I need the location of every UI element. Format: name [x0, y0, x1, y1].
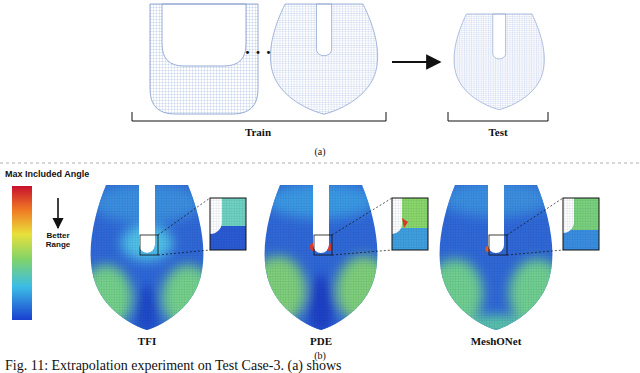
meshonet-inset — [507, 198, 599, 255]
test-bracket — [448, 112, 548, 121]
better-arrow — [57, 198, 59, 228]
colorbar-title: Max Included Angle — [5, 170, 89, 180]
group-label: Test — [488, 126, 507, 138]
pde-inset — [332, 198, 428, 255]
tfi-inset — [158, 198, 246, 255]
train-mesh-drop — [270, 4, 377, 114]
group-label: Train — [245, 126, 271, 138]
tfi-mesh — [78, 175, 218, 345]
test-mesh — [454, 14, 544, 110]
pde-mesh — [250, 175, 392, 345]
colorbar-note: Better Range — [40, 232, 76, 250]
method-label: MeshONet — [471, 335, 522, 347]
ellipsis-mark: · · · — [244, 44, 271, 64]
train-mesh-u — [150, 4, 258, 114]
method-label: TFI — [138, 335, 156, 347]
train-bracket — [132, 112, 386, 121]
colorbar — [12, 186, 32, 320]
method-label: PDE — [310, 335, 332, 347]
panel-label: (a) — [314, 146, 325, 157]
figure-caption: Fig. 11: Extrapolation experiment on Tes… — [5, 358, 342, 373]
extrapolate-arrow — [392, 61, 440, 63]
separator — [0, 163, 640, 164]
meshonet-mesh — [427, 175, 567, 345]
